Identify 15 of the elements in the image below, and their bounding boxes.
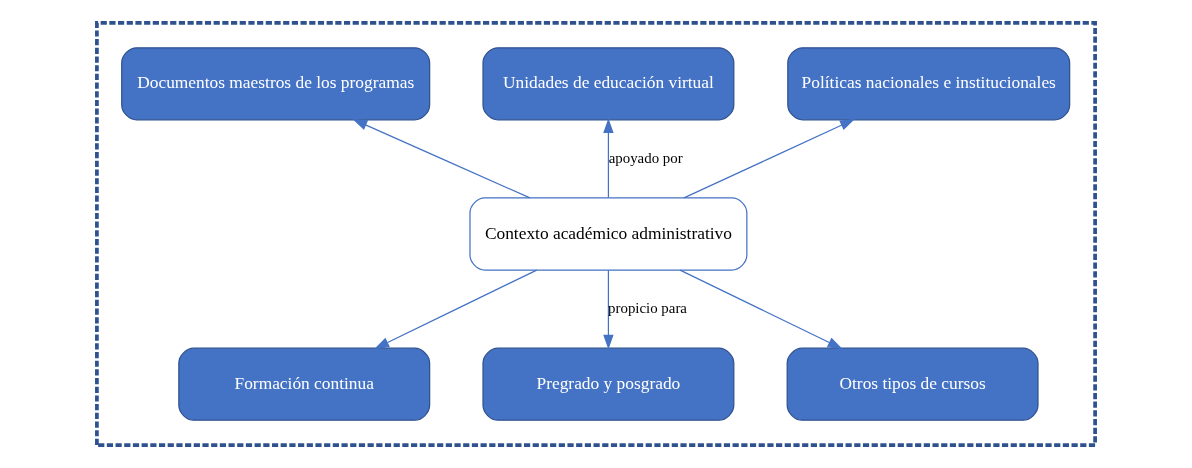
- node-box: Otros tipos de cursos: [786, 347, 1039, 421]
- edge-label: apoyado por: [608, 149, 683, 166]
- arrow: [679, 269, 843, 349]
- node-box: Políticas nacionales e institucionales: [787, 47, 1071, 121]
- node-box: Pregrado y posgrado: [482, 347, 735, 421]
- cluster: [95, 21, 1097, 447]
- arrow: [683, 119, 855, 199]
- arrow: [352, 119, 531, 199]
- arrow: [603, 118, 614, 199]
- arrow: [603, 269, 614, 350]
- node-box: Unidades de educación virtual: [482, 47, 735, 121]
- node-box: Contexto académico administrativo: [469, 197, 748, 271]
- node-box: Documentos maestros de los programas: [121, 47, 431, 121]
- arrow: [374, 269, 538, 349]
- node-box: Formación continua: [178, 347, 431, 421]
